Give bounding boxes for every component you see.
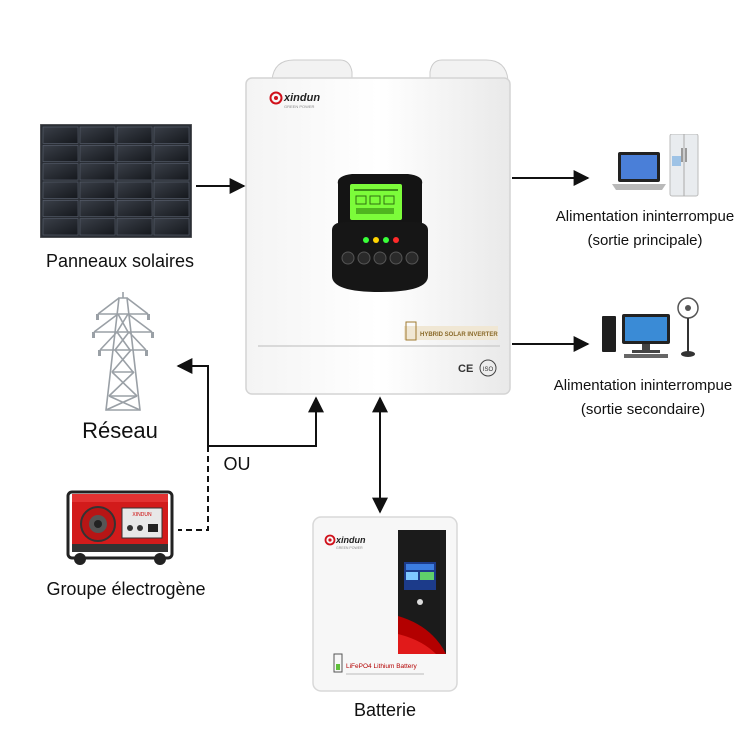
solar-cell	[79, 163, 116, 181]
solar-cell	[42, 163, 79, 181]
solar-cell	[153, 145, 190, 162]
solar-cell	[42, 145, 79, 162]
arrow-source-to-inverter	[208, 396, 324, 447]
output-main-line2: (sortie principale)	[587, 232, 703, 249]
solar-cell	[42, 218, 79, 236]
output-secondary-line2: (sortie secondaire)	[580, 401, 706, 418]
arrow-inverter-to-grid	[176, 358, 209, 446]
solar-cell	[116, 181, 153, 199]
solar-cell	[116, 218, 153, 236]
solar-cell	[153, 163, 190, 181]
grid-label: Réseau	[82, 418, 158, 443]
inverter-product-text: HYBRID SOLAR INVERTER	[420, 332, 498, 338]
solar-cell	[116, 163, 153, 181]
solar-cell	[153, 126, 190, 144]
generator-label: Groupe électrogène	[46, 579, 206, 599]
battery-brand-tagline: GREEN POWER	[336, 546, 363, 550]
output-secondary-label: Alimentation ininterrompue (sortie secon…	[538, 374, 748, 422]
solar-panel-image	[40, 124, 192, 238]
or-label: OU	[223, 454, 251, 474]
solar-cell	[116, 126, 153, 144]
solar-cell	[153, 218, 190, 236]
solar-cell	[79, 200, 116, 217]
generator-panel-text: XINDUN	[132, 512, 152, 518]
output-main-line1: Alimentation ininterrompue	[555, 208, 735, 225]
solar-cell	[42, 181, 79, 199]
solar-cell	[42, 200, 79, 217]
output-secondary-line1: Alimentation ininterrompue	[553, 377, 733, 394]
solar-cell	[116, 145, 153, 162]
generator-image: XINDUN	[66, 490, 174, 565]
solar-cell	[79, 181, 116, 199]
battery-product-text: LiFePO4 Lithium Battery	[346, 663, 418, 670]
solar-cell	[42, 126, 79, 144]
solar-cell	[153, 181, 190, 199]
output-main-label: Alimentation ininterrompue (sortie princ…	[540, 205, 750, 253]
laptop-fridge-image	[612, 134, 699, 197]
solar-cell	[116, 200, 153, 217]
battery-label: Batterie	[353, 700, 417, 720]
battery-brand: xindun	[335, 535, 366, 545]
transmission-tower-image	[92, 292, 154, 411]
solar-cell	[79, 145, 116, 162]
solar-cell	[79, 126, 116, 144]
inverter-cert-iso: ISO	[483, 367, 494, 373]
inverter-cert-ce: CE	[458, 363, 473, 375]
lithium-battery-image: xindun GREEN POWER LiFePO4 Lithium Batte…	[312, 516, 458, 692]
desktop-fan-image	[602, 297, 699, 358]
inverter-brand-tagline: GREEN POWER	[284, 104, 315, 109]
solar-cell	[153, 200, 190, 217]
generator-dashed-link	[178, 446, 209, 531]
inverter-brand: xindun	[283, 92, 320, 104]
hybrid-inverter-image: xindun GREEN POWER HYBRID SOLAR INVERTER…	[245, 59, 511, 395]
solar-label: Panneaux solaires	[45, 251, 195, 271]
solar-cell	[79, 218, 116, 236]
